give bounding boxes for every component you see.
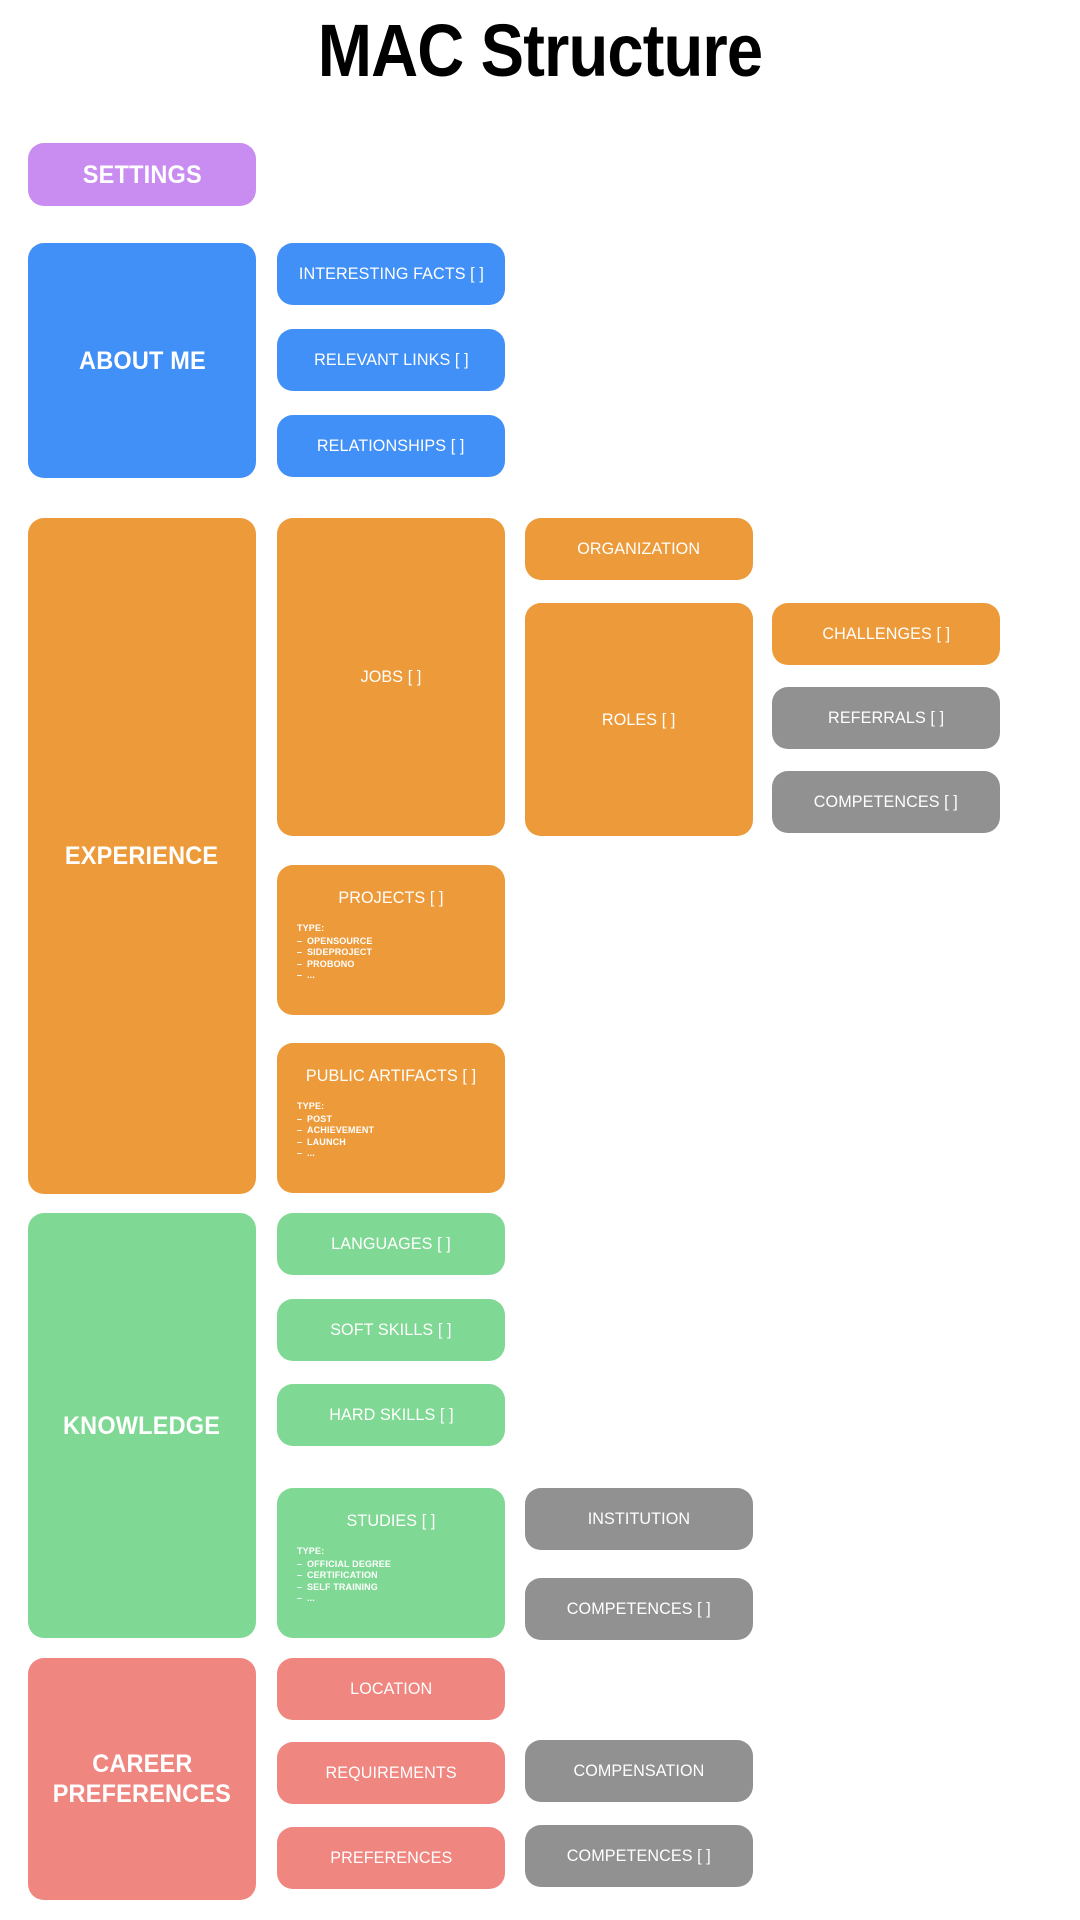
card-institution-label: INSTITUTION <box>587 1509 691 1528</box>
studies-type-list: TYPE: –OFFICIAL DEGREE –CERTIFICATION –S… <box>295 1546 487 1605</box>
card-about-me-label: ABOUT ME <box>78 346 206 375</box>
card-relationships[interactable]: RELATIONSHIPS [ ] <box>277 415 505 477</box>
card-organization[interactable]: ORGANIZATION <box>525 518 753 580</box>
card-languages[interactable]: LANGUAGES [ ] <box>277 1213 505 1275</box>
public-artifacts-type-list: TYPE: –POST –ACHIEVEMENT –LAUNCH –... <box>295 1101 487 1160</box>
card-career-preferences-label-line1: CAREER <box>91 1750 193 1778</box>
projects-type-item: –SIDEPROJECT <box>297 947 373 957</box>
page-title: MAC Structure <box>317 9 763 92</box>
card-experience-competences[interactable]: COMPETENCES [ ] <box>772 771 1000 833</box>
card-jobs[interactable]: JOBS [ ] <box>277 518 505 836</box>
card-referrals[interactable]: REFERRALS [ ] <box>772 687 1000 749</box>
card-knowledge[interactable]: KNOWLEDGE <box>28 1213 256 1638</box>
card-jobs-label: JOBS [ ] <box>360 667 422 686</box>
projects-type-item: –OPENSOURCE <box>297 935 373 946</box>
projects-type-list: TYPE: –OPENSOURCE –SIDEPROJECT –PROBONO … <box>295 923 487 982</box>
card-settings-label: SETTINGS <box>82 160 202 189</box>
projects-type-heading: TYPE: <box>297 923 325 933</box>
card-referrals-label: REFERRALS [ ] <box>827 708 945 727</box>
card-roles-label: ROLES [ ] <box>602 709 676 729</box>
card-interesting-facts[interactable]: INTERESTING FACTS [ ] <box>277 243 505 305</box>
card-career-competences-label: COMPETENCES [ ] <box>566 1846 712 1865</box>
projects-type-item: –... <box>297 970 315 980</box>
card-relationships-label: RELATIONSHIPS [ ] <box>317 436 465 455</box>
card-institution[interactable]: INSTITUTION <box>525 1488 753 1550</box>
card-requirements-label: REQUIREMENTS <box>325 1763 457 1782</box>
card-public-artifacts[interactable]: PUBLIC ARTIFACTS [ ] TYPE: –POST –ACHIEV… <box>277 1043 505 1193</box>
studies-type-item: –... <box>297 1593 315 1603</box>
card-knowledge-competences[interactable]: COMPETENCES [ ] <box>525 1578 753 1640</box>
card-challenges-label: CHALLENGES [ ] <box>822 624 950 643</box>
card-public-artifacts-label: PUBLIC ARTIFACTS [ ] <box>305 1066 477 1085</box>
studies-type-item: –CERTIFICATION <box>297 1570 378 1580</box>
studies-type-item: –OFFICIAL DEGREE <box>297 1558 392 1569</box>
card-relevant-links[interactable]: RELEVANT LINKS [ ] <box>277 329 505 391</box>
card-hard-skills-label: HARD SKILLS [ ] <box>328 1405 454 1424</box>
card-career-competences[interactable]: COMPETENCES [ ] <box>525 1825 753 1887</box>
card-studies-label: STUDIES [ ] <box>346 1511 436 1530</box>
card-knowledge-competences-label: COMPETENCES [ ] <box>566 1599 712 1618</box>
card-compensation-label: COMPENSATION <box>573 1761 705 1780</box>
public-artifacts-type-item: –LAUNCH <box>297 1136 346 1147</box>
card-relevant-links-label: RELEVANT LINKS [ ] <box>313 350 469 369</box>
card-career-preferences-label-line2: PREFERENCES <box>52 1780 232 1808</box>
studies-type-heading: TYPE: <box>297 1546 325 1556</box>
card-compensation[interactable]: COMPENSATION <box>525 1740 753 1802</box>
card-challenges[interactable]: CHALLENGES [ ] <box>772 603 1000 665</box>
card-requirements[interactable]: REQUIREMENTS <box>277 1742 505 1804</box>
card-experience-competences-label: COMPETENCES [ ] <box>813 792 959 811</box>
card-experience[interactable]: EXPERIENCE <box>28 518 256 1194</box>
public-artifacts-type-item: –POST <box>297 1113 333 1124</box>
public-artifacts-type-heading: TYPE: <box>297 1101 325 1111</box>
studies-type-item: –SELF TRAINING <box>297 1581 378 1592</box>
card-career-preferences[interactable]: CAREER PREFERENCES <box>28 1658 256 1900</box>
card-location[interactable]: LOCATION <box>277 1658 505 1720</box>
card-organization-label: ORGANIZATION <box>577 539 701 558</box>
card-settings[interactable]: SETTINGS <box>28 143 256 206</box>
card-roles[interactable]: ROLES [ ] <box>525 603 753 836</box>
card-knowledge-label: KNOWLEDGE <box>63 1411 221 1440</box>
public-artifacts-type-item: –ACHIEVEMENT <box>297 1125 375 1135</box>
projects-type-item: –PROBONO <box>297 958 355 969</box>
card-soft-skills-label: SOFT SKILLS [ ] <box>330 1320 452 1339</box>
card-studies[interactable]: STUDIES [ ] TYPE: –OFFICIAL DEGREE –CERT… <box>277 1488 505 1638</box>
public-artifacts-type-item: –... <box>297 1148 315 1158</box>
card-experience-label: EXPERIENCE <box>65 842 219 870</box>
card-interesting-facts-label: INTERESTING FACTS [ ] <box>298 264 484 283</box>
card-languages-label: LANGUAGES [ ] <box>331 1234 451 1253</box>
card-about-me[interactable]: ABOUT ME <box>28 243 256 478</box>
card-projects-label: PROJECTS [ ] <box>338 888 444 907</box>
card-soft-skills[interactable]: SOFT SKILLS [ ] <box>277 1299 505 1361</box>
card-hard-skills[interactable]: HARD SKILLS [ ] <box>277 1384 505 1446</box>
card-location-label: LOCATION <box>349 1679 433 1698</box>
card-preferences[interactable]: PREFERENCES <box>277 1827 505 1889</box>
card-projects[interactable]: PROJECTS [ ] TYPE: –OPENSOURCE –SIDEPROJ… <box>277 865 505 1015</box>
card-preferences-label: PREFERENCES <box>329 1848 453 1867</box>
